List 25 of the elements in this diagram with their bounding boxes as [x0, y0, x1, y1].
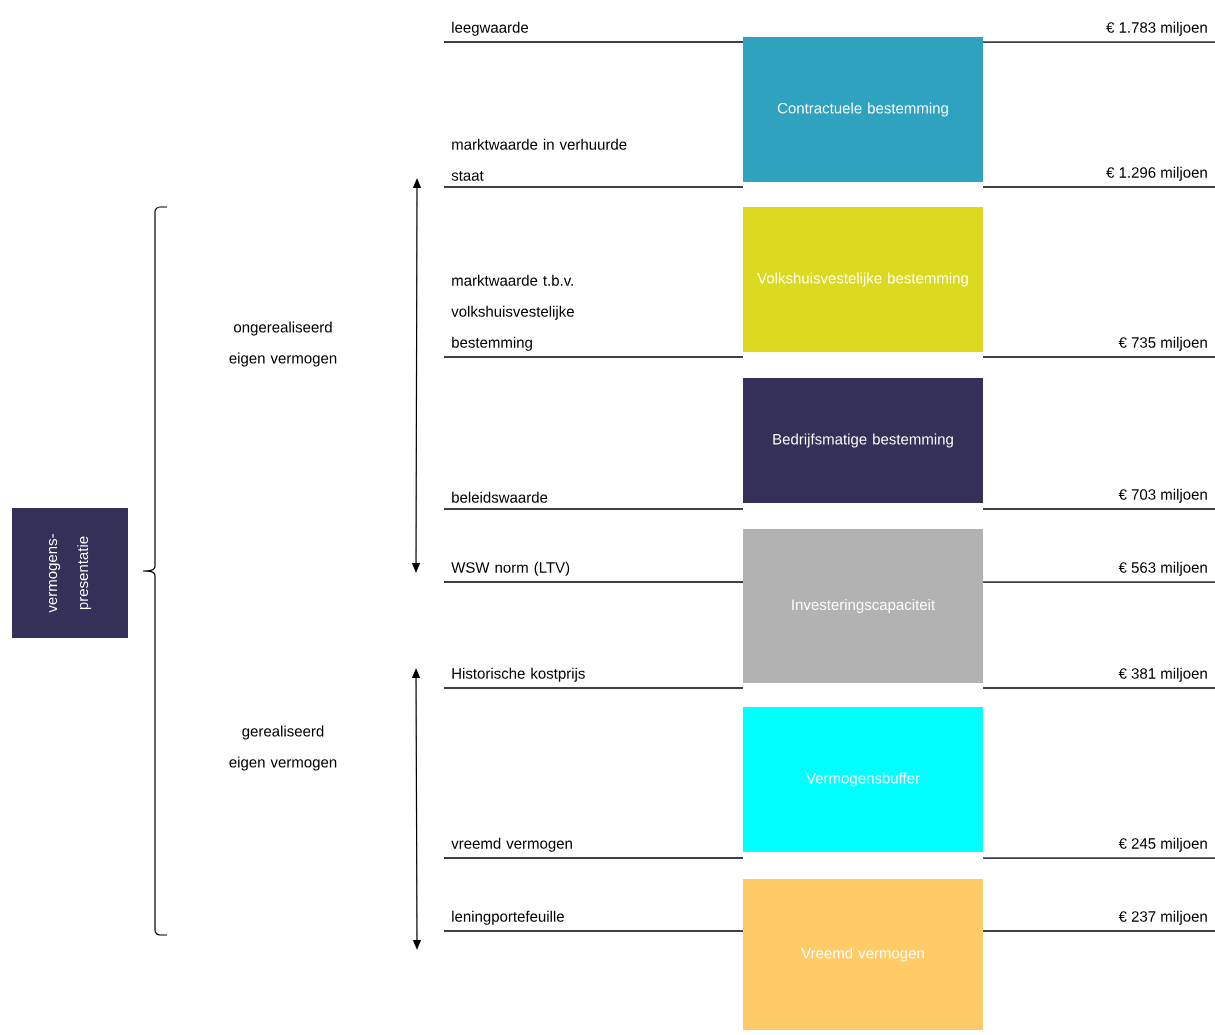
value-label: € 237 miljoen	[1118, 910, 1207, 925]
row-label: Historische kostprijs	[452, 667, 585, 682]
value-label: € 735 miljoen	[1118, 336, 1207, 351]
row-label: marktwaarde t.b.v. volkshuisvestelijke bestemming	[451, 274, 574, 351]
row-label: vreemd vermogen	[451, 837, 572, 852]
row-label: WSW norm (LTV)	[451, 561, 570, 576]
value-label: € 1.783 miljoen	[1106, 21, 1207, 36]
group-label: ongerealiseerd eigen vermogen	[229, 321, 337, 367]
row-label: beleidswaarde	[452, 491, 548, 503]
value-label: € 563 miljoen	[1118, 561, 1207, 576]
value-label: € 381 miljoen	[1118, 667, 1207, 682]
category-box: Vermogensbuffer	[743, 707, 983, 852]
vertical-label-box: vermogens-presentatie	[12, 508, 128, 638]
category-box: Bedrijfsmatige bestemming	[743, 378, 983, 503]
row-label: leegwaarde	[452, 21, 529, 36]
group-label: gerealiseerd eigen vermogen	[229, 725, 337, 771]
category-box: Investeringscapaciteit	[743, 529, 983, 683]
value-label: € 703 miljoen	[1118, 488, 1207, 503]
category-box: Contractuele bestemming	[743, 37, 983, 182]
value-label: € 245 miljoen	[1118, 837, 1207, 852]
category-box: Vreemd vermogen	[743, 879, 983, 1030]
value-label: € 1.296 miljoen	[1106, 166, 1207, 181]
row-label: leningportefeuille	[452, 910, 564, 925]
row-label: marktwaarde in verhuurde staat	[451, 138, 627, 181]
category-box: Volkshuisvestelijke bestemming	[743, 207, 983, 352]
